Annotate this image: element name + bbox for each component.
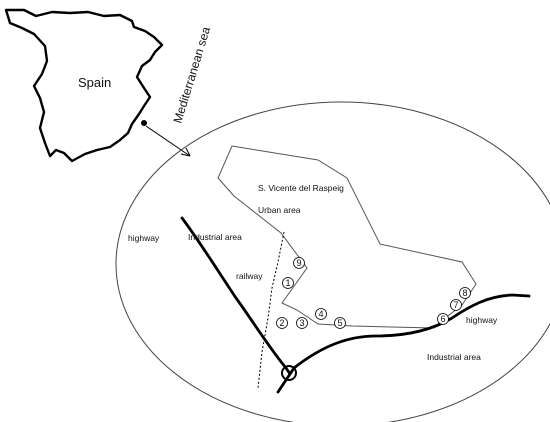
interchange-marker — [281, 365, 297, 381]
site-marker: 5 — [334, 317, 346, 329]
sea-label: Mediterranean sea — [170, 25, 213, 125]
site-marker: 1 — [282, 277, 294, 289]
site-marker: 8 — [459, 287, 471, 299]
site-marker: 4 — [315, 308, 327, 320]
site-label: 1 — [285, 278, 290, 288]
site-marker: 2 — [276, 317, 288, 329]
railway-line — [257, 231, 285, 389]
country-label: Spain — [78, 75, 111, 90]
site-label: 4 — [318, 309, 323, 319]
highway-label-west: highway — [128, 233, 160, 243]
site-label: 2 — [279, 318, 284, 328]
study-area-ellipse — [115, 101, 550, 422]
site-label: 6 — [440, 314, 445, 324]
site-label: 9 — [296, 258, 301, 268]
site-label: 8 — [462, 288, 467, 298]
spain-outline — [4, 8, 164, 163]
site-marker: 6 — [437, 313, 449, 325]
highway-label-east: highway — [466, 315, 498, 325]
town-label: S. Vicente del Raspeig — [258, 183, 344, 193]
railway-label: railway — [236, 271, 263, 281]
urban-area-outline — [217, 145, 477, 329]
pointer-arrow — [145, 125, 191, 157]
site-label: 7 — [453, 300, 458, 310]
urban-area-label: Urban area — [258, 205, 301, 215]
highway-spur — [276, 372, 292, 394]
highway-line — [180, 216, 531, 376]
industrial-area-label-east: Industrial area — [427, 352, 481, 362]
site-label: 5 — [337, 318, 342, 328]
location-marker — [141, 120, 147, 126]
site-label: 3 — [299, 318, 304, 328]
site-marker: 3 — [296, 317, 308, 329]
industrial-area-label-west: Industrial area — [188, 232, 242, 242]
site-marker: 9 — [293, 257, 305, 269]
site-marker: 7 — [450, 299, 462, 311]
